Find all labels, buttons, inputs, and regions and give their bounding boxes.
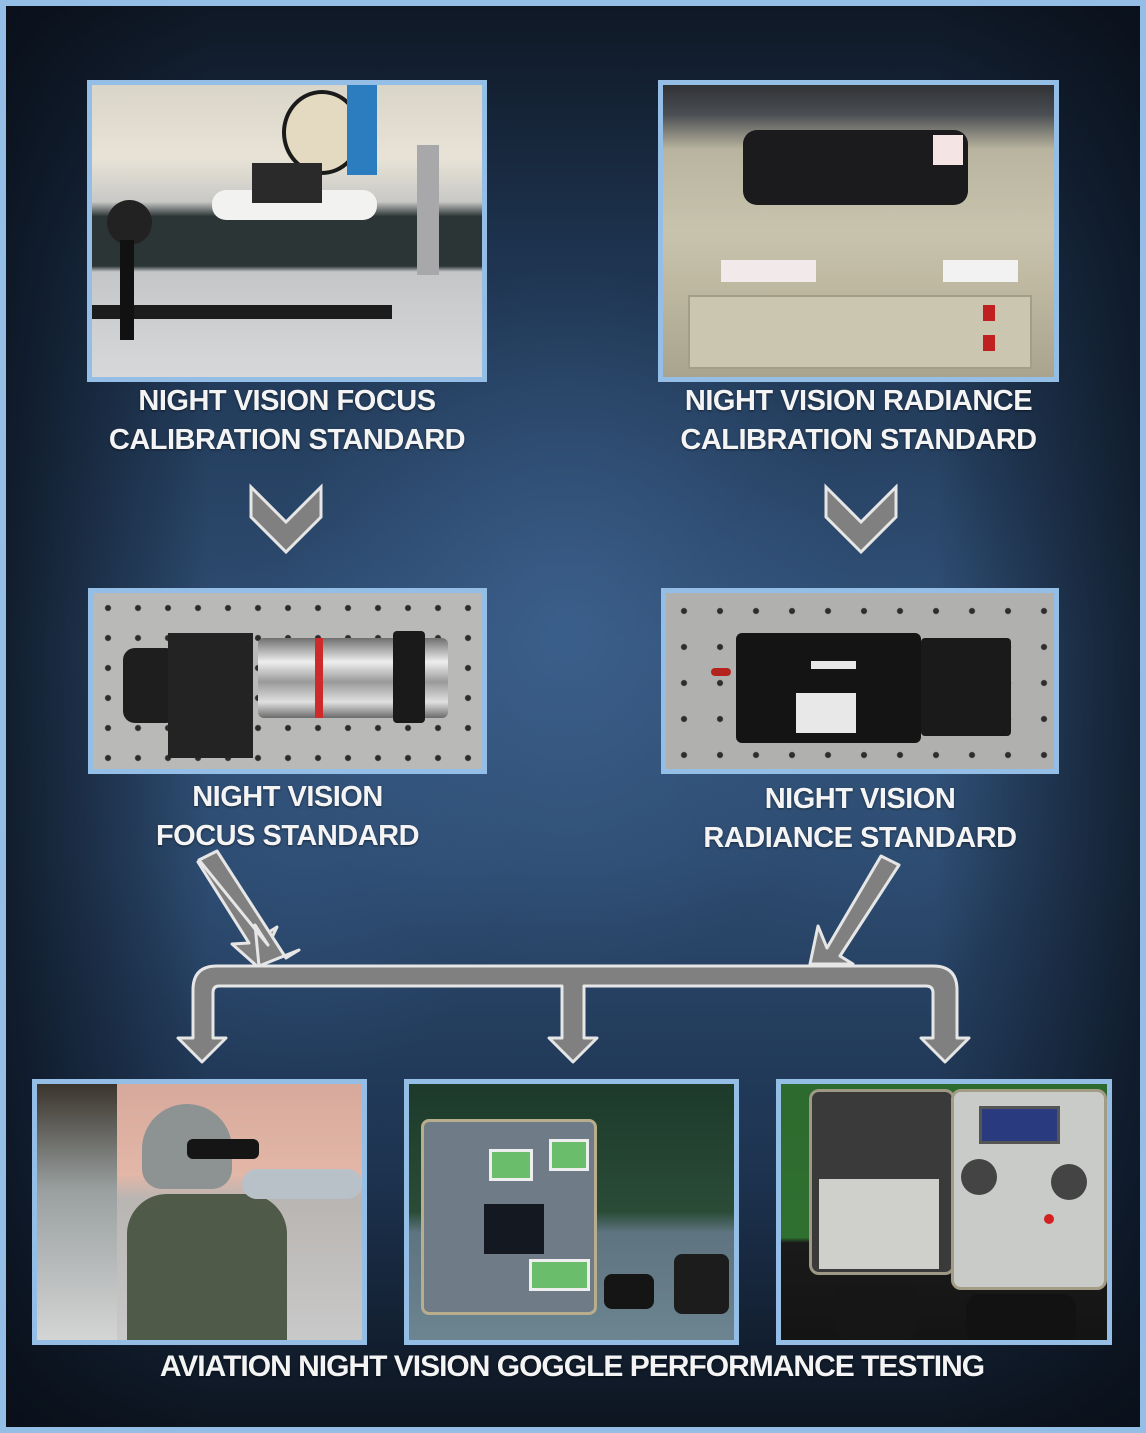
mirror-mount-shape: [347, 85, 377, 175]
controller-front-panel-shape: [688, 295, 1032, 369]
label-line-1: NIGHT VISION RADIANCE: [684, 385, 1033, 417]
focus-calibration-standard-label: NIGHT VISION FOCUS CALIBRATION STANDARD: [87, 382, 487, 460]
vendor-sticker-shape: [943, 260, 1018, 282]
label-line-1: NIGHT VISION FOCUS: [138, 385, 436, 417]
camera-post-shape: [120, 240, 134, 340]
label-line-2: RADIANCE STANDARD: [703, 822, 1017, 854]
blue-display-shape: [979, 1106, 1060, 1144]
focus-calibration-standard-photo: [87, 80, 487, 382]
red-indicator-shape: [1044, 1214, 1054, 1224]
lcd-display-shape: [529, 1259, 590, 1291]
portable-goggle-tester-photo: [776, 1079, 1112, 1345]
radiance-calibration-standard-photo: [658, 80, 1059, 382]
red-terminal-shape: [983, 335, 995, 351]
label-line-1: NIGHT VISION: [764, 783, 956, 815]
arrow-from-focus-standard-icon: [197, 849, 301, 968]
label-line-2: FOCUS STANDARD: [155, 820, 420, 852]
goggles-shape: [187, 1139, 259, 1159]
eyepiece-port-shape: [1051, 1164, 1087, 1200]
black-block-shape: [252, 163, 322, 203]
arrow-branch-down-icon: [176, 964, 971, 1064]
label-line-1: NIGHT VISION: [192, 781, 383, 813]
chevron-down-icon: [824, 483, 898, 555]
detector-head-shape: [921, 638, 1011, 736]
goggle-test-set-photo: [404, 1079, 739, 1345]
label-line-2: CALIBRATION STANDARD: [108, 424, 466, 456]
focus-standard-label: NIGHT VISION FOCUS STANDARD: [88, 778, 487, 856]
chevron-down-icon: [249, 483, 323, 555]
radiance-standard-label: NIGHT VISION RADIANCE STANDARD: [661, 780, 1059, 858]
radiance-source-cylinder-shape: [743, 130, 968, 205]
red-connector-shape: [711, 668, 731, 676]
part-no-plate-shape: [811, 661, 856, 669]
warning-sticker-shape: [721, 260, 816, 282]
case-liner-shape: [819, 1179, 939, 1269]
camera-head-shape: [107, 200, 152, 245]
goggles-shape: [604, 1274, 654, 1309]
red-terminal-shape: [983, 305, 995, 321]
flight-suit-shape: [127, 1194, 287, 1340]
goggles-shape: [966, 1294, 1076, 1340]
pilot-with-goggles-photo: [32, 1079, 367, 1345]
aircraft-background-shape: [242, 1169, 362, 1199]
eyepiece-port-shape: [961, 1159, 997, 1195]
focus-standard-photo: [88, 588, 487, 774]
mount-block-shape: [168, 633, 253, 758]
calibrated-sticker-shape: [796, 693, 856, 733]
post-shape: [417, 145, 439, 275]
goggles-shape: [836, 1284, 916, 1339]
arrow-from-radiance-standard-icon: [808, 854, 901, 966]
footer-title: AVIATION NIGHT VISION GOGGLE PERFORMANCE…: [159, 1350, 985, 1383]
radiance-standard-photo: [661, 588, 1059, 774]
aperture-window-shape: [484, 1204, 544, 1254]
lcd-display-shape: [549, 1139, 589, 1171]
rubber-band-shape: [393, 631, 425, 723]
label-line-2: CALIBRATION STANDARD: [680, 424, 1037, 456]
lcd-display-shape: [489, 1149, 533, 1181]
optical-rail-shape: [92, 305, 392, 319]
cockpit-canopy-shape: [37, 1084, 117, 1340]
goggles-shape: [674, 1254, 729, 1314]
radiance-calibration-standard-label: NIGHT VISION RADIANCE CALIBRATION STANDA…: [658, 382, 1059, 460]
red-label-stripe-shape: [315, 638, 323, 718]
calibration-sticker-shape: [933, 135, 963, 165]
